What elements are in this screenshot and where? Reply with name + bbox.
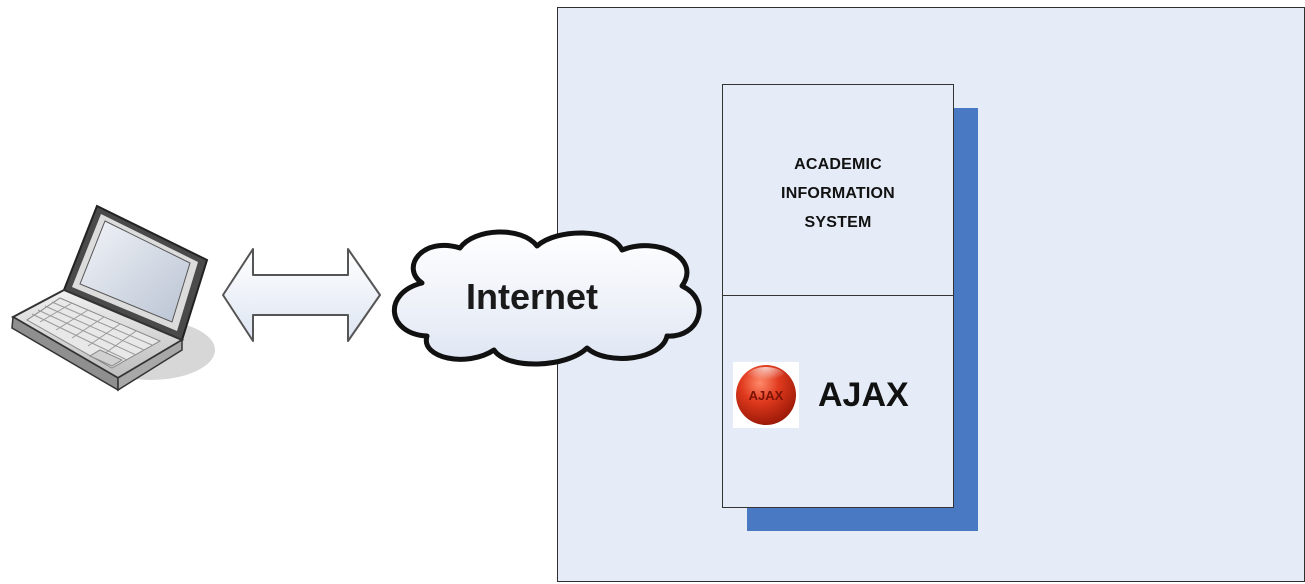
server-box-divider bbox=[722, 295, 954, 296]
system-label-line-2: INFORMATION bbox=[781, 185, 895, 202]
ajax-label: AJAX bbox=[818, 376, 909, 414]
system-label-line-1: ACADEMIC bbox=[794, 156, 882, 173]
laptop-icon bbox=[10, 204, 215, 392]
ajax-logo-text: AJAX bbox=[749, 388, 784, 403]
internet-label: Internet bbox=[465, 276, 598, 317]
ajax-logo-icon: AJAX bbox=[733, 362, 799, 428]
system-label: ACADEMIC INFORMATION SYSTEM bbox=[722, 150, 954, 237]
cloud-icon bbox=[392, 229, 702, 367]
double-arrow-icon bbox=[222, 248, 381, 342]
server-box bbox=[722, 84, 954, 508]
system-label-line-3: SYSTEM bbox=[804, 214, 872, 231]
